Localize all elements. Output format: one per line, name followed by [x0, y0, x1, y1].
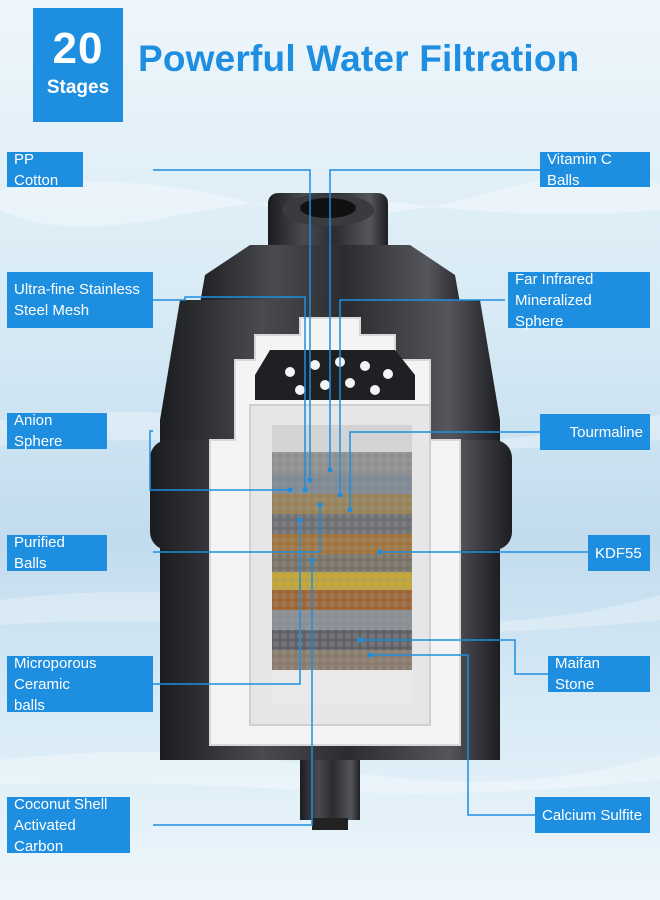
stages-number: 20	[52, 24, 104, 73]
label-steel-mesh: Ultra-fine Stainless Steel Mesh	[7, 272, 153, 328]
label-anion-sphere: Anion Sphere	[7, 412, 107, 450]
stages-badge: 20 Stages	[33, 8, 123, 122]
label-calcium-sulfite: Calcium Sulfite	[535, 797, 650, 833]
label-ceramic-balls: Microporous Ceramic balls	[7, 655, 153, 714]
label-purified-balls: Purified Balls	[7, 534, 107, 572]
label-pp-cotton: PP Cotton	[7, 151, 83, 189]
label-vitamin-c: Vitamin C Balls	[540, 151, 650, 189]
page-title: Powerful Water Filtration	[138, 38, 580, 79]
label-kdf55: KDF55	[588, 535, 650, 571]
label-maifan-stone: Maifan Stone	[548, 655, 650, 693]
label-coconut-carbon: Coconut Shell Activated Carbon	[7, 796, 130, 855]
label-far-infrared: Far Infrared Mineralized Sphere	[508, 271, 650, 330]
stages-caption: Stages	[46, 77, 110, 98]
label-tourmaline: Tourmaline	[540, 414, 650, 450]
